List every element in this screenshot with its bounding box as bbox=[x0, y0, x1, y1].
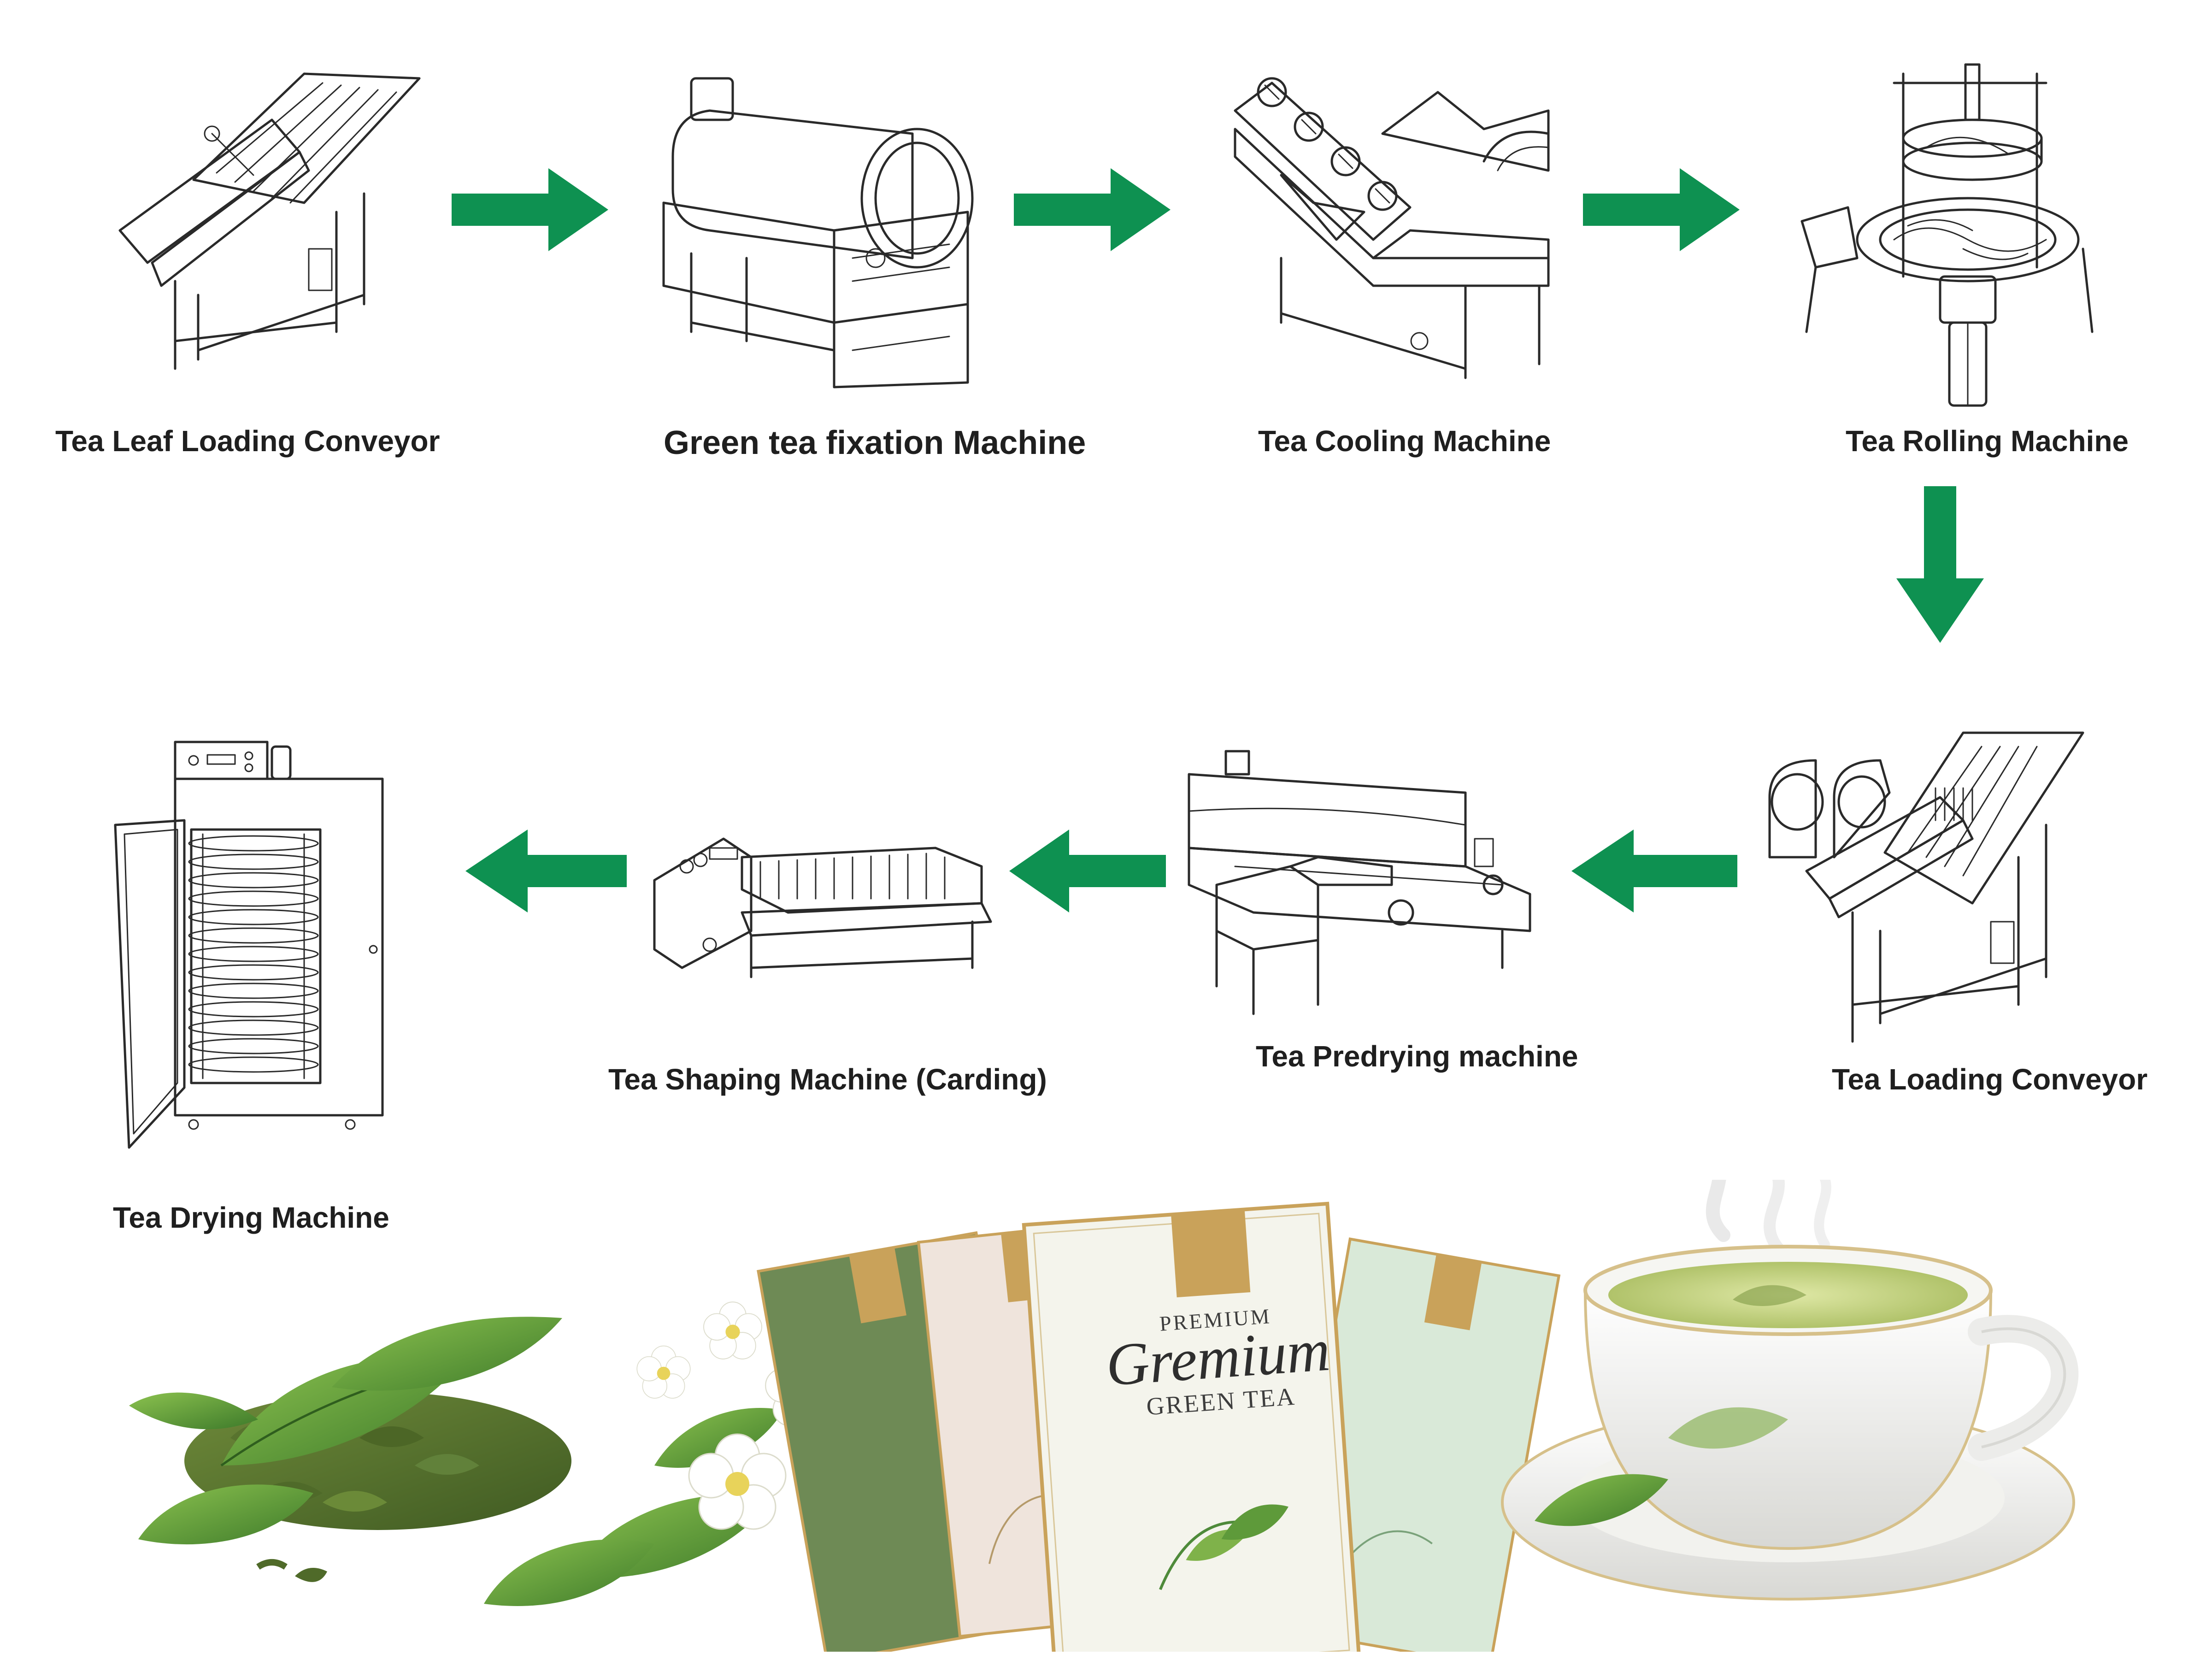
tea-loading-conveyor-illustration bbox=[1760, 719, 2092, 1051]
tea-leaf-loading-conveyor-illustration bbox=[106, 65, 429, 387]
flow-arrow-right bbox=[1583, 168, 1740, 251]
tea-cooling-machine-illustration bbox=[1226, 65, 1567, 387]
step-label-tea-predrying-machine: Tea Predrying machine bbox=[1256, 1040, 1578, 1073]
tea-predrying-machine-illustration bbox=[1180, 747, 1548, 1023]
step-label-tea-cooling-machine: Tea Cooling Machine bbox=[1258, 424, 1551, 458]
step-label-tea-rolling-machine: Tea Rolling Machine bbox=[1846, 424, 2129, 458]
step-label-tea-leaf-loading-conveyor: Tea Leaf Loading Conveyor bbox=[55, 424, 440, 458]
product-scene: PREMIUM Gremium GREEN TEA bbox=[0, 1145, 2212, 1654]
tea-drying-machine-illustration bbox=[111, 737, 396, 1198]
flow-arrow-left bbox=[465, 830, 627, 912]
carding-machine-icon bbox=[653, 837, 992, 978]
predrying-machine-icon bbox=[1188, 750, 1531, 1015]
step-label-tea-loading-conveyor: Tea Loading Conveyor bbox=[1832, 1063, 2148, 1096]
tea-cup-icon bbox=[1501, 1245, 2079, 1601]
steam-icon bbox=[1706, 1145, 1831, 1255]
drum-roaster-icon bbox=[662, 77, 974, 388]
flow-arrow-right bbox=[1014, 168, 1171, 251]
incline-conveyor-icon bbox=[1768, 731, 2084, 1043]
flow-arrow-left bbox=[1571, 830, 1737, 912]
step-label-tea-drying-machine: Tea Drying Machine bbox=[113, 1201, 389, 1234]
pack-title: Gremium bbox=[1104, 1317, 1332, 1399]
flow-arrow-down bbox=[1896, 486, 1984, 643]
step-label-green-tea-fixation-machine: Green tea fixation Machine bbox=[664, 424, 1086, 461]
drying-cabinet-icon bbox=[114, 741, 384, 1149]
step-label-tea-shaping-machine: Tea Shaping Machine (Carding) bbox=[608, 1063, 1047, 1096]
rolling-machine-icon bbox=[1800, 63, 2094, 407]
tea-shaping-machine-illustration bbox=[650, 830, 1000, 982]
tea-rolling-machine-illustration bbox=[1788, 55, 2101, 415]
flow-arrow-left bbox=[1009, 830, 1166, 912]
cooling-conveyor-icon bbox=[1234, 77, 1550, 379]
green-tea-fixation-machine-illustration bbox=[654, 65, 986, 388]
green-tea-products-illustration: PREMIUM Gremium GREEN TEA bbox=[129, 1145, 2079, 1654]
tea-pack-icon: PREMIUM Gremium GREEN TEA bbox=[757, 1201, 1561, 1654]
incline-conveyor-icon bbox=[118, 72, 421, 370]
flow-arrow-right bbox=[452, 168, 608, 251]
